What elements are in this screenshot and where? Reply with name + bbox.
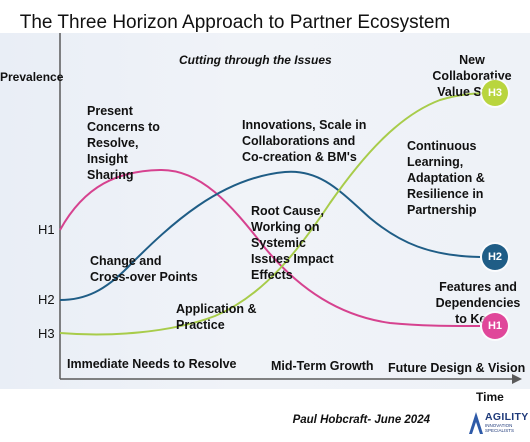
h3-curve (59, 92, 494, 336)
annotation-present-concerns: Present Concerns to Resolve, Insight Sha… (87, 104, 160, 182)
plot-area: Prevalence Time H1 H2 H3 Cutting through… (0, 33, 530, 404)
annotation-change-points: Change and Cross-over Points (90, 254, 198, 284)
agility-logo: AGILITY INNOVATION SPECIALISTS (467, 408, 529, 438)
annotation-new-collaborative: New Collaborative Value Stack (432, 53, 512, 99)
logo-tagline: INNOVATION SPECIALISTS (485, 423, 515, 433)
level-h3-label: H3 (38, 326, 55, 341)
horizon-curves (59, 33, 522, 384)
logo-name: AGILITY (485, 411, 529, 423)
annotation-root-cause: Root Cause, Working on Systemic Issues I… (251, 204, 334, 282)
level-h2-label: H2 (38, 292, 55, 307)
phase-future: Future Design & Vision (388, 361, 526, 375)
h1-badge: H1 (482, 313, 508, 339)
footer-credit: Paul Hobcraft- June 2024 (292, 414, 430, 426)
h2-badge: H2 (482, 244, 508, 270)
logo-mark-icon (469, 412, 483, 434)
annotation-features: Features and Dependencies to Keep (435, 280, 521, 326)
h1-curve (59, 168, 481, 327)
annotation-continuous-learning: Continuous Learning, Adaptation & Resili… (407, 139, 485, 217)
annotation-innovations: Innovations, Scale in Collaborations and… (242, 118, 367, 164)
phase-mid-term: Mid-Term Growth (271, 359, 374, 373)
h3-badge: H3 (482, 80, 508, 106)
subtitle: Cutting through the Issues (179, 53, 332, 67)
y-axis-label: Prevalence (0, 70, 64, 84)
level-h1-label: H1 (38, 222, 55, 237)
phase-immediate: Immediate Needs to Resolve (67, 357, 237, 371)
annotation-application: Application & Practice (176, 302, 257, 332)
h2-curve (59, 170, 481, 301)
x-axis-label: Time (476, 390, 504, 404)
x-axis-arrow-icon (512, 374, 522, 384)
